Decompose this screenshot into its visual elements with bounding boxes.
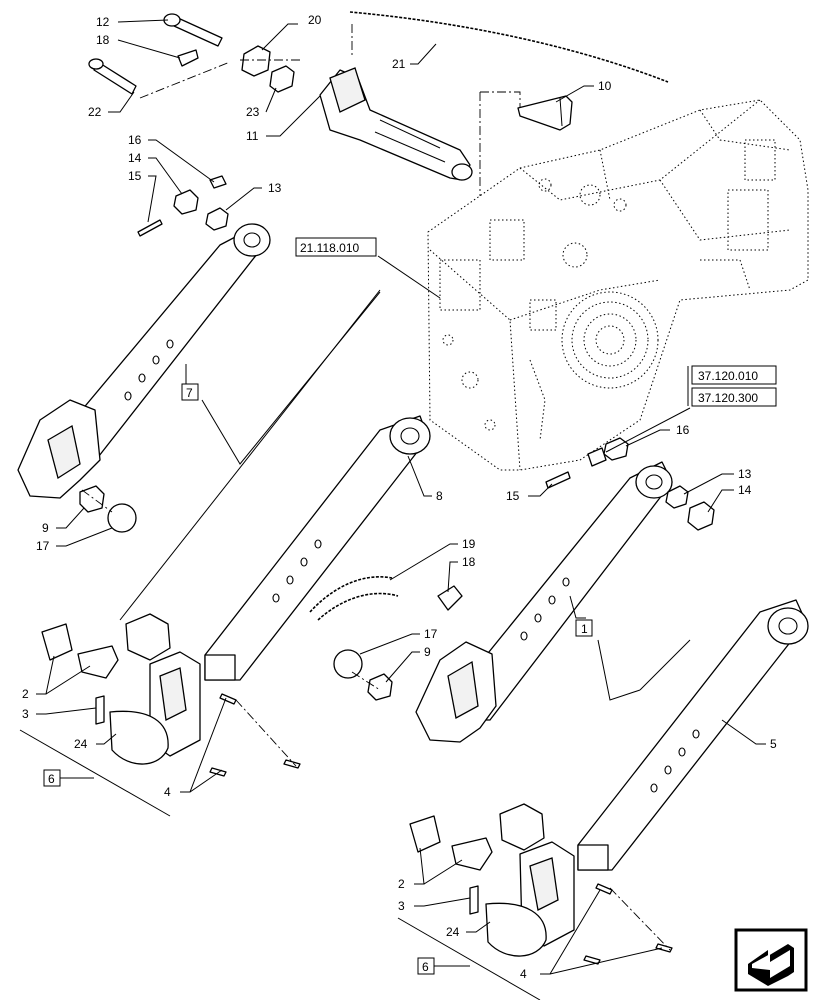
reference-37-120-010-label[interactable]: 37.120.010 — [698, 369, 758, 383]
callout-3: 3 — [22, 707, 29, 721]
lower-link-5 — [577, 599, 809, 871]
callout-14: 14 — [128, 151, 142, 165]
callout-9: 9 — [42, 521, 49, 535]
callout-24: 24 — [74, 737, 88, 751]
callout-3: 3 — [398, 899, 405, 913]
chains-19 — [309, 576, 399, 621]
callout-16: 16 — [676, 423, 690, 437]
callout-6: 6 — [422, 960, 429, 974]
callout-19: 19 — [462, 537, 476, 551]
reference-37-120-010[interactable]: 37.120.010 — [691, 365, 777, 385]
pin-12 — [163, 13, 223, 47]
callout-1: 1 — [581, 622, 588, 636]
hook-kit-6-right — [409, 803, 673, 965]
assembly-lines — [81, 24, 671, 951]
top-link — [319, 67, 473, 181]
callout-10: 10 — [598, 79, 612, 93]
lower-link-1 — [415, 461, 673, 743]
pin-10 — [517, 95, 573, 131]
callout-4: 4 — [164, 785, 171, 799]
callout-20: 20 — [308, 13, 322, 27]
pin-15-right — [545, 471, 571, 489]
callout-4: 4 — [520, 967, 527, 981]
bushing-20 — [241, 45, 271, 77]
callout-labels: 12 18 22 20 23 11 21 10 16 14 15 13 9 17… — [22, 13, 777, 981]
callout-8: 8 — [436, 489, 443, 503]
bushing-14-right — [687, 501, 715, 531]
hardware-set-left — [137, 175, 229, 237]
clip-18-top — [177, 49, 199, 67]
callout-24: 24 — [446, 925, 460, 939]
callout-9: 9 — [424, 645, 431, 659]
lower-link-7 — [17, 223, 271, 499]
bushing-9-right — [367, 673, 393, 701]
callout-2: 2 — [22, 687, 29, 701]
chain-21 — [349, 11, 669, 83]
leader-lines — [36, 19, 766, 975]
callout-22: 22 — [88, 105, 102, 119]
ball-17-left — [107, 503, 137, 533]
callout-11: 11 — [246, 129, 259, 143]
callout-7: 7 — [186, 386, 193, 400]
callout-18: 18 — [96, 33, 110, 47]
ball-17-right — [333, 649, 363, 679]
callout-17: 17 — [424, 627, 438, 641]
callout-15: 15 — [128, 169, 142, 183]
callout-17: 17 — [36, 539, 50, 553]
callout-6: 6 — [48, 772, 55, 786]
callout-21: 21 — [392, 57, 406, 71]
callout-18: 18 — [462, 555, 476, 569]
callout-2: 2 — [398, 877, 405, 891]
next-page-arrow-icon[interactable] — [734, 928, 808, 992]
callout-16: 16 — [128, 133, 142, 147]
callout-15: 15 — [506, 489, 520, 503]
bushing-23 — [269, 65, 295, 93]
reference-37-120-300-label[interactable]: 37.120.300 — [698, 391, 758, 405]
boxed-callouts: 7 6 1 6 — [43, 383, 593, 975]
callout-13: 13 — [268, 181, 282, 195]
callout-23: 23 — [246, 105, 260, 119]
callout-14: 14 — [738, 483, 752, 497]
lower-link-8 — [204, 415, 431, 681]
bushing-13-right — [665, 485, 689, 509]
pin-22 — [88, 58, 137, 95]
callout-5: 5 — [770, 737, 777, 751]
reference-37-120-300[interactable]: 37.120.300 — [691, 387, 777, 407]
hook-kit-6-left — [41, 613, 301, 777]
clip-18-right — [437, 585, 463, 611]
reference-21-118-010-label[interactable]: 21.118.010 — [300, 241, 359, 255]
callout-12: 12 — [96, 15, 110, 29]
callout-13: 13 — [738, 467, 752, 481]
transmission-housing — [427, 99, 809, 471]
reference-21-118-010[interactable]: 21.118.010 — [295, 237, 377, 257]
